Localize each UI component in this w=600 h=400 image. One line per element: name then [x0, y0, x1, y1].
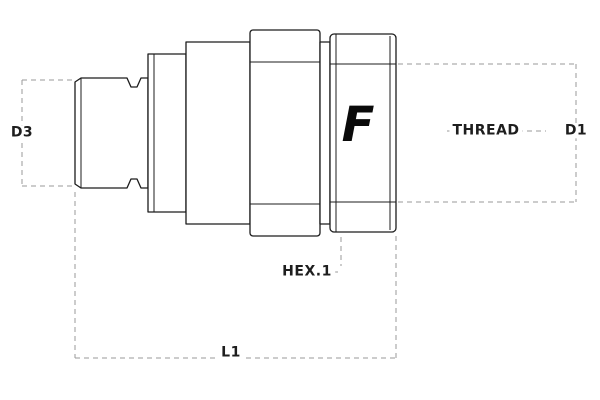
thread-dimension-label: THREAD	[449, 122, 523, 139]
manufacturer-logo-letter: F	[341, 97, 375, 153]
d3-dimension-label: D3	[7, 124, 37, 141]
plug-tip	[74, 77, 149, 189]
thread-nut	[329, 33, 397, 233]
hex-body	[249, 29, 321, 237]
l1-dimension	[74, 192, 397, 359]
coupling-profile	[74, 29, 397, 237]
hex1-dimension-label: HEX.1	[279, 263, 335, 280]
l1-dimension-label: L1	[218, 344, 244, 361]
sleeve-body	[185, 41, 251, 225]
d1-dimension-label: D1	[561, 122, 591, 139]
neck-groove	[319, 41, 331, 225]
